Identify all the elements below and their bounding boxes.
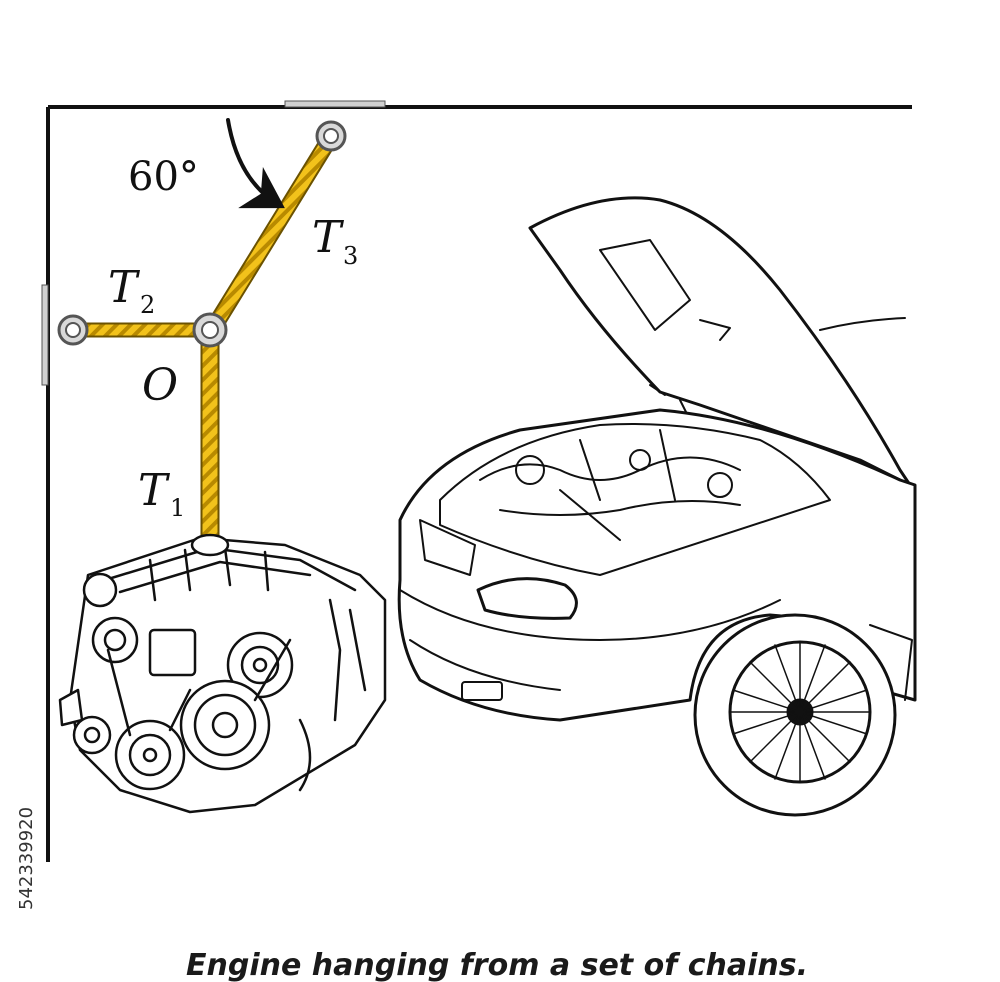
car-illustration: [397, 196, 917, 817]
svg-text:1: 1: [170, 494, 185, 522]
chain-t3: [203, 131, 338, 339]
ring-icon: [57, 120, 347, 348]
engine-illustration: [58, 533, 387, 814]
t1-label: T 1: [138, 465, 185, 522]
angle-label: 60°: [128, 154, 199, 200]
svg-text:T: T: [312, 212, 345, 263]
joint-label-o: O: [142, 360, 178, 411]
t3-label: T 3: [312, 212, 358, 270]
angle-arrow-icon: [226, 118, 285, 209]
caption: Engine hanging from a set of chains.: [186, 948, 808, 982]
ceiling-and-wall: [41, 100, 912, 862]
svg-text:T: T: [108, 262, 141, 313]
svg-text:T: T: [138, 465, 171, 516]
stock-id: 542339920: [16, 807, 37, 910]
t2-label: T 2: [108, 262, 155, 319]
svg-text:2: 2: [140, 291, 155, 319]
svg-text:3: 3: [343, 242, 358, 270]
